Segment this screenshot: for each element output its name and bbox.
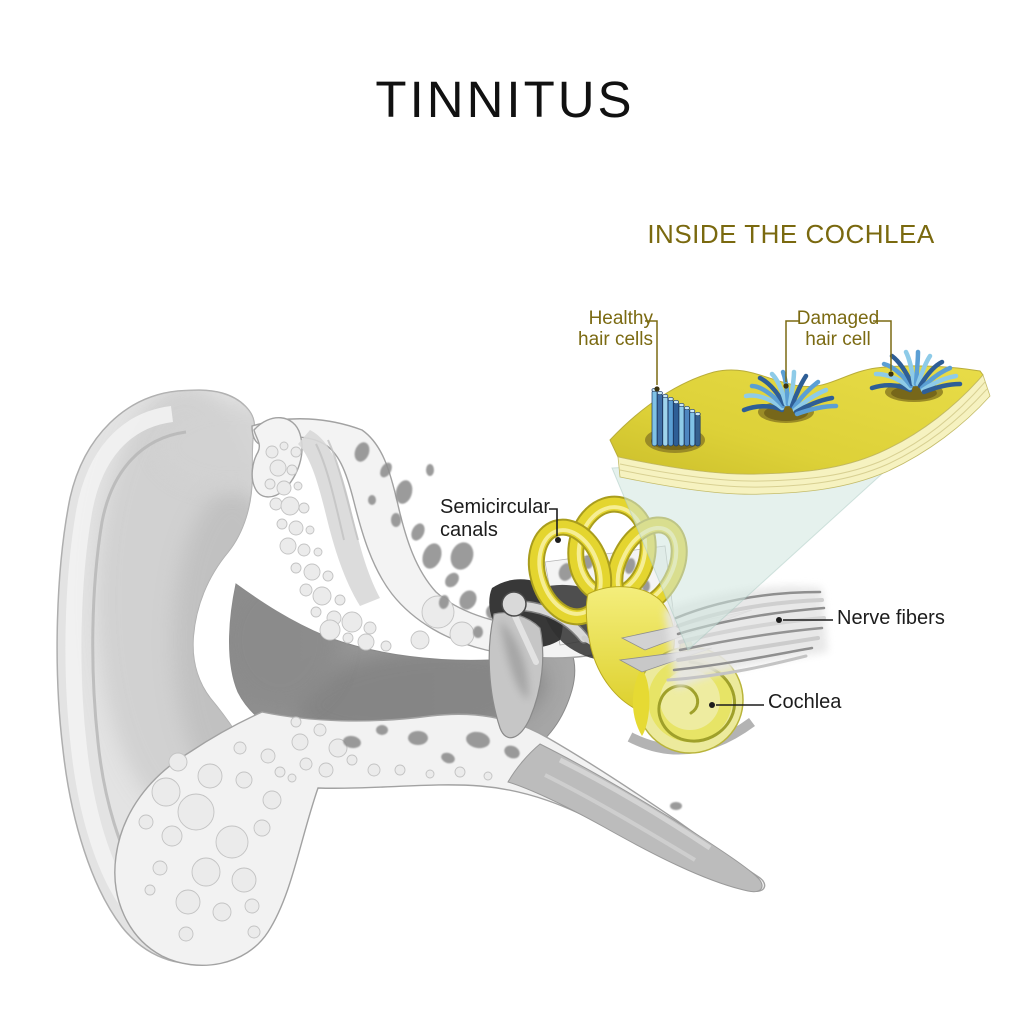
label-semicircular-canals: Semicircular canals	[440, 496, 550, 542]
malleus-head	[501, 591, 527, 617]
label-damaged-line2: hair cell	[805, 329, 871, 350]
cochlea-spiral	[657, 660, 736, 743]
label-semicircular-line2: canals	[440, 519, 498, 541]
label-healthy-line2: hair cells	[578, 329, 653, 350]
leader-lines	[549, 320, 894, 708]
membrane-side	[617, 374, 991, 495]
healthy-hair-cell	[645, 387, 705, 453]
cochlea-inset	[609, 349, 991, 495]
label-nerve-fibers: Nerve fibers	[837, 607, 945, 629]
label-damaged-line1: Damaged	[796, 308, 880, 329]
label-damaged-hair-cell: Damaged hair cell	[797, 308, 879, 350]
label-healthy-hair-cells: Healthy hair cells	[578, 308, 653, 350]
label-semicircular-line1: Semicircular	[440, 496, 551, 518]
lobe-cartilage-texture	[138, 716, 493, 942]
page-title: TINNITUS	[375, 71, 635, 128]
bone-hook	[251, 416, 303, 498]
label-cochlea: Cochlea	[768, 691, 842, 713]
damaged-hair-cell-2	[869, 349, 963, 402]
inset-heading: INSIDE THE COCHLEA	[647, 219, 935, 249]
eustachian-tube	[507, 743, 763, 893]
label-healthy-line1: Healthy	[588, 308, 653, 329]
malleus-handle	[511, 611, 539, 665]
